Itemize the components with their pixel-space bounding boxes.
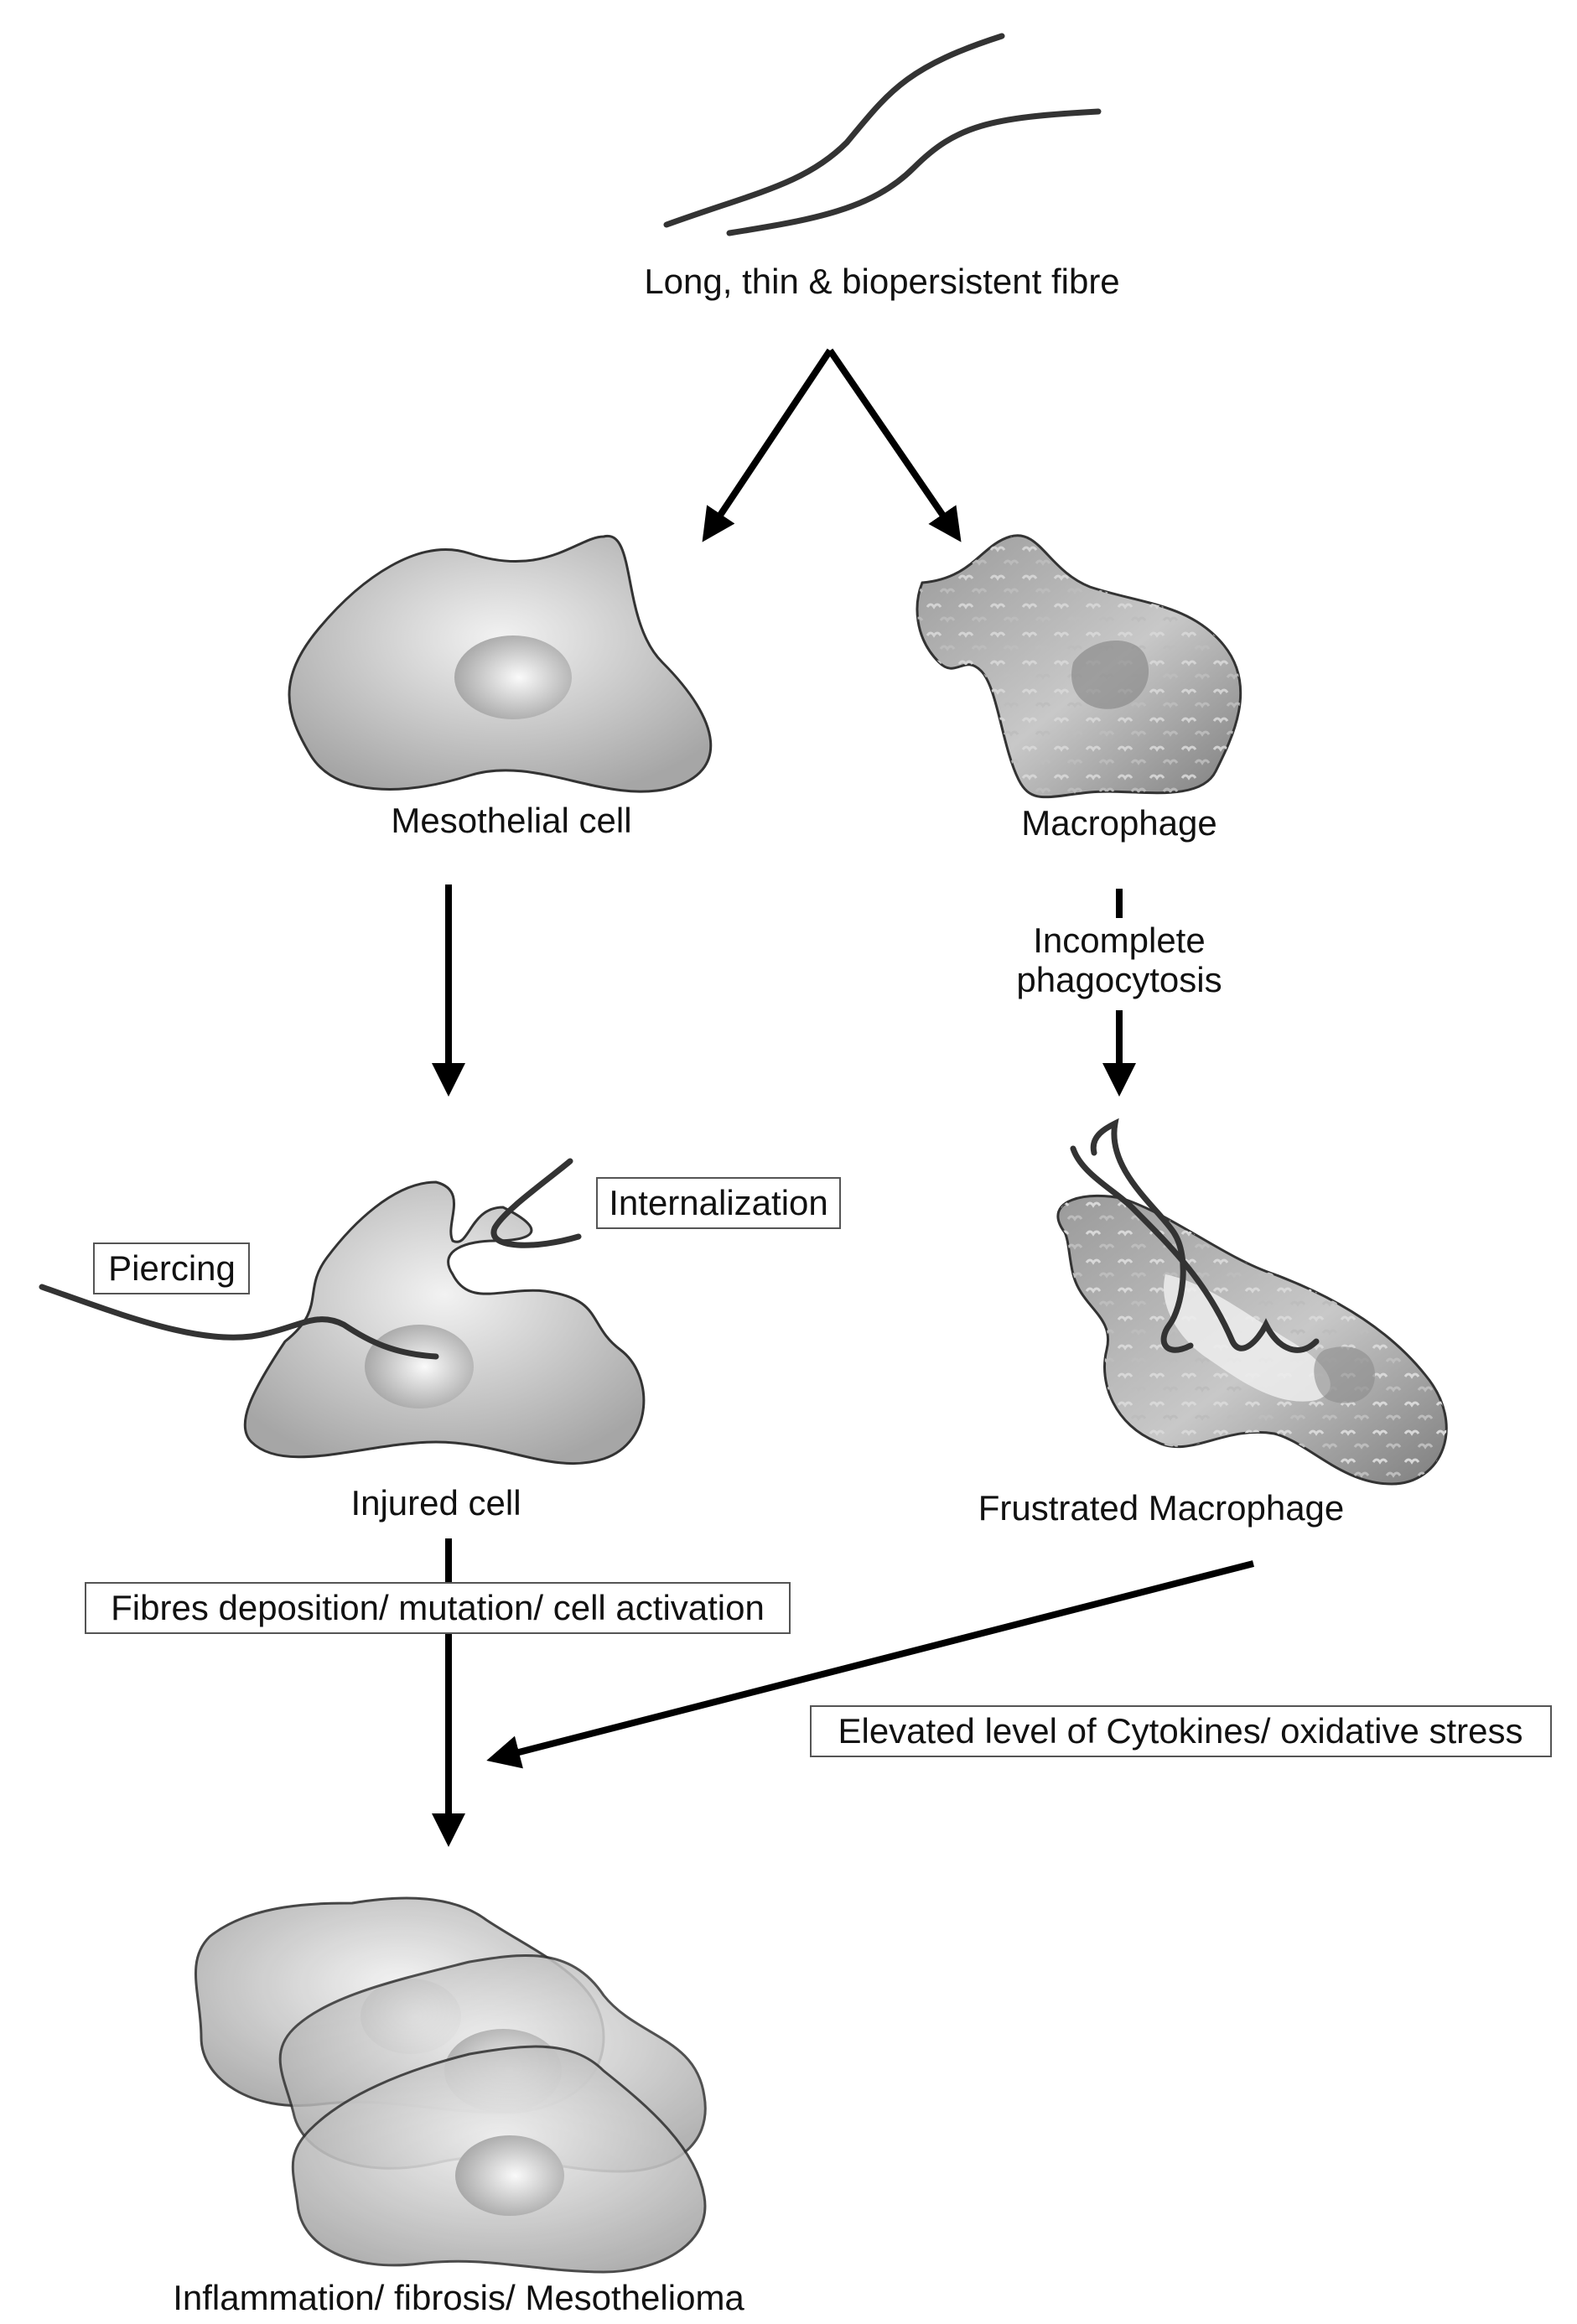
macrophage-label: Macrophage xyxy=(1021,803,1216,843)
cytokines-box xyxy=(810,1705,1552,1757)
arrow-to-macrophage xyxy=(827,348,962,542)
internalization-label: Internalization xyxy=(609,1183,828,1222)
frustrated-macrophage-label: Frustrated Macrophage xyxy=(978,1488,1345,1528)
cytokines-label: Elevated level of Cytokines/ oxidative s… xyxy=(838,1711,1523,1751)
frustrated-macrophage-icon xyxy=(1056,1118,1448,1486)
fibre-label: Long, thin & biopersistent fibre xyxy=(644,262,1119,301)
outcome-label: Inflammation/ fibrosis/ Mesothelioma xyxy=(173,2278,744,2317)
fibres-deposition-box xyxy=(85,1582,791,1634)
injured-cell-icon xyxy=(39,1158,646,1465)
incomplete-label-line1: Incomplete xyxy=(1033,921,1205,960)
internalization-box xyxy=(596,1177,841,1229)
piercing-label: Piercing xyxy=(108,1248,236,1288)
mesothelial-cell-icon xyxy=(288,535,713,793)
arrow-to-mesothelial xyxy=(702,348,833,542)
stacked-cells-icon xyxy=(194,1896,707,2274)
incomplete-label-line2: phagocytosis xyxy=(1016,960,1222,999)
injured-cell-label: Injured cell xyxy=(350,1483,521,1523)
macrophage-icon xyxy=(916,534,1242,799)
biopersistent-fibre-icon xyxy=(663,33,1102,236)
arrow-macrophage-to-outcome xyxy=(486,1560,1254,1769)
mesothelial-cell-label: Mesothelial cell xyxy=(391,801,631,840)
piercing-box xyxy=(93,1242,250,1294)
fibres-deposition-label: Fibres deposition/ mutation/ cell activa… xyxy=(111,1588,765,1627)
